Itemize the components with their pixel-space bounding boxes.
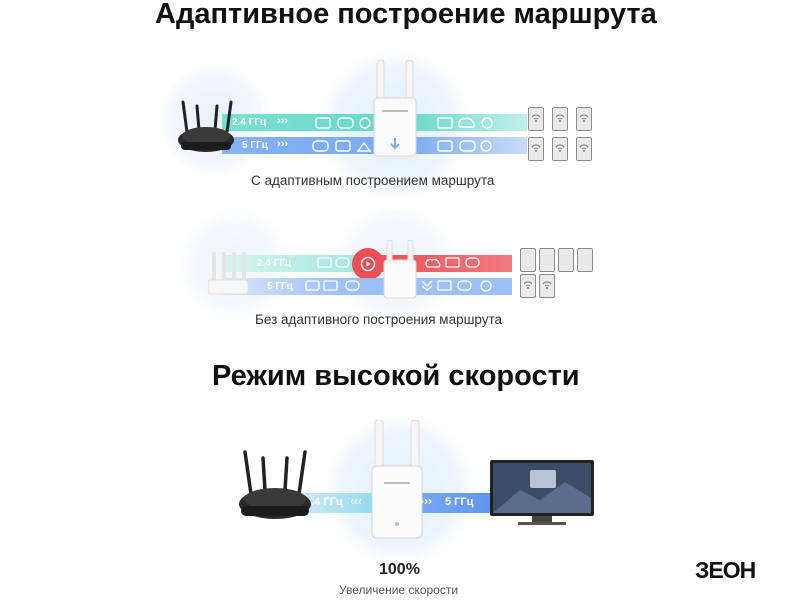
band-5-label: 5 ГГц [267,281,293,292]
phone-icon [552,107,568,131]
high-speed-diagram: 2.4 ГГц ‹‹‹ ››› 5 ГГц [230,410,610,565]
band-5-label: 5 ГГц [445,496,474,508]
phone-icon [552,137,568,161]
phone-icon [558,248,574,272]
phone-icon [520,274,536,298]
phone-icon [528,107,544,131]
band-5-label: 5 ГГц [242,140,268,151]
speed-increase-value: 100% [379,561,420,578]
speed-increase-label: Увеличение скорости [339,583,459,597]
band-24-stream [222,255,372,272]
play-icon [360,256,376,272]
band-24-label: 2.4 ГГц [257,258,292,269]
phone-icon [539,274,555,298]
outgoing-arrows-icon: ››› [420,494,432,508]
range-extender-icon [383,240,417,299]
client-devices [520,248,593,308]
phone-icon [520,248,536,272]
phone-icon [528,137,544,161]
client-devices [528,107,598,167]
adaptive-routing-diagram: 2.4 ГГц ››› 5 ГГц ››› [150,50,630,205]
stream-arrows-icon: ››› [277,138,288,150]
tv-icon [490,460,594,525]
speed-title: Режим высокой скорости [212,360,580,392]
phone-icon [576,137,592,161]
band-24-label: 2.4 ГГц [305,496,343,508]
traffic-icons [312,117,493,152]
stream-arrows-icon: ››› [277,115,288,127]
range-extender-icon [371,420,423,539]
incoming-arrows-icon: ‹‹‹ [350,494,362,508]
band-5-stream [222,278,512,295]
band-24-label: 2.4 ГГц [232,117,267,128]
router-icon [239,450,311,519]
phone-icon [577,248,593,272]
traffic-icons [305,257,492,292]
adaptive-title: Адаптивное построение маршрута [155,0,657,30]
range-extender-icon [373,60,417,157]
brand-logo: ЗЕОН [695,557,756,583]
band-5-stream [410,493,500,513]
adaptive-caption: С адаптивным построением маршрута [251,173,495,188]
phone-icon [539,248,555,272]
phone-icon [576,107,592,131]
router-icon [178,100,234,152]
router-icon [208,252,248,295]
non-adaptive-routing-diagram: 2.4 ГГц 5 ГГц [180,210,620,320]
non-adaptive-caption: Без адаптивного построения маршрута [255,312,503,327]
